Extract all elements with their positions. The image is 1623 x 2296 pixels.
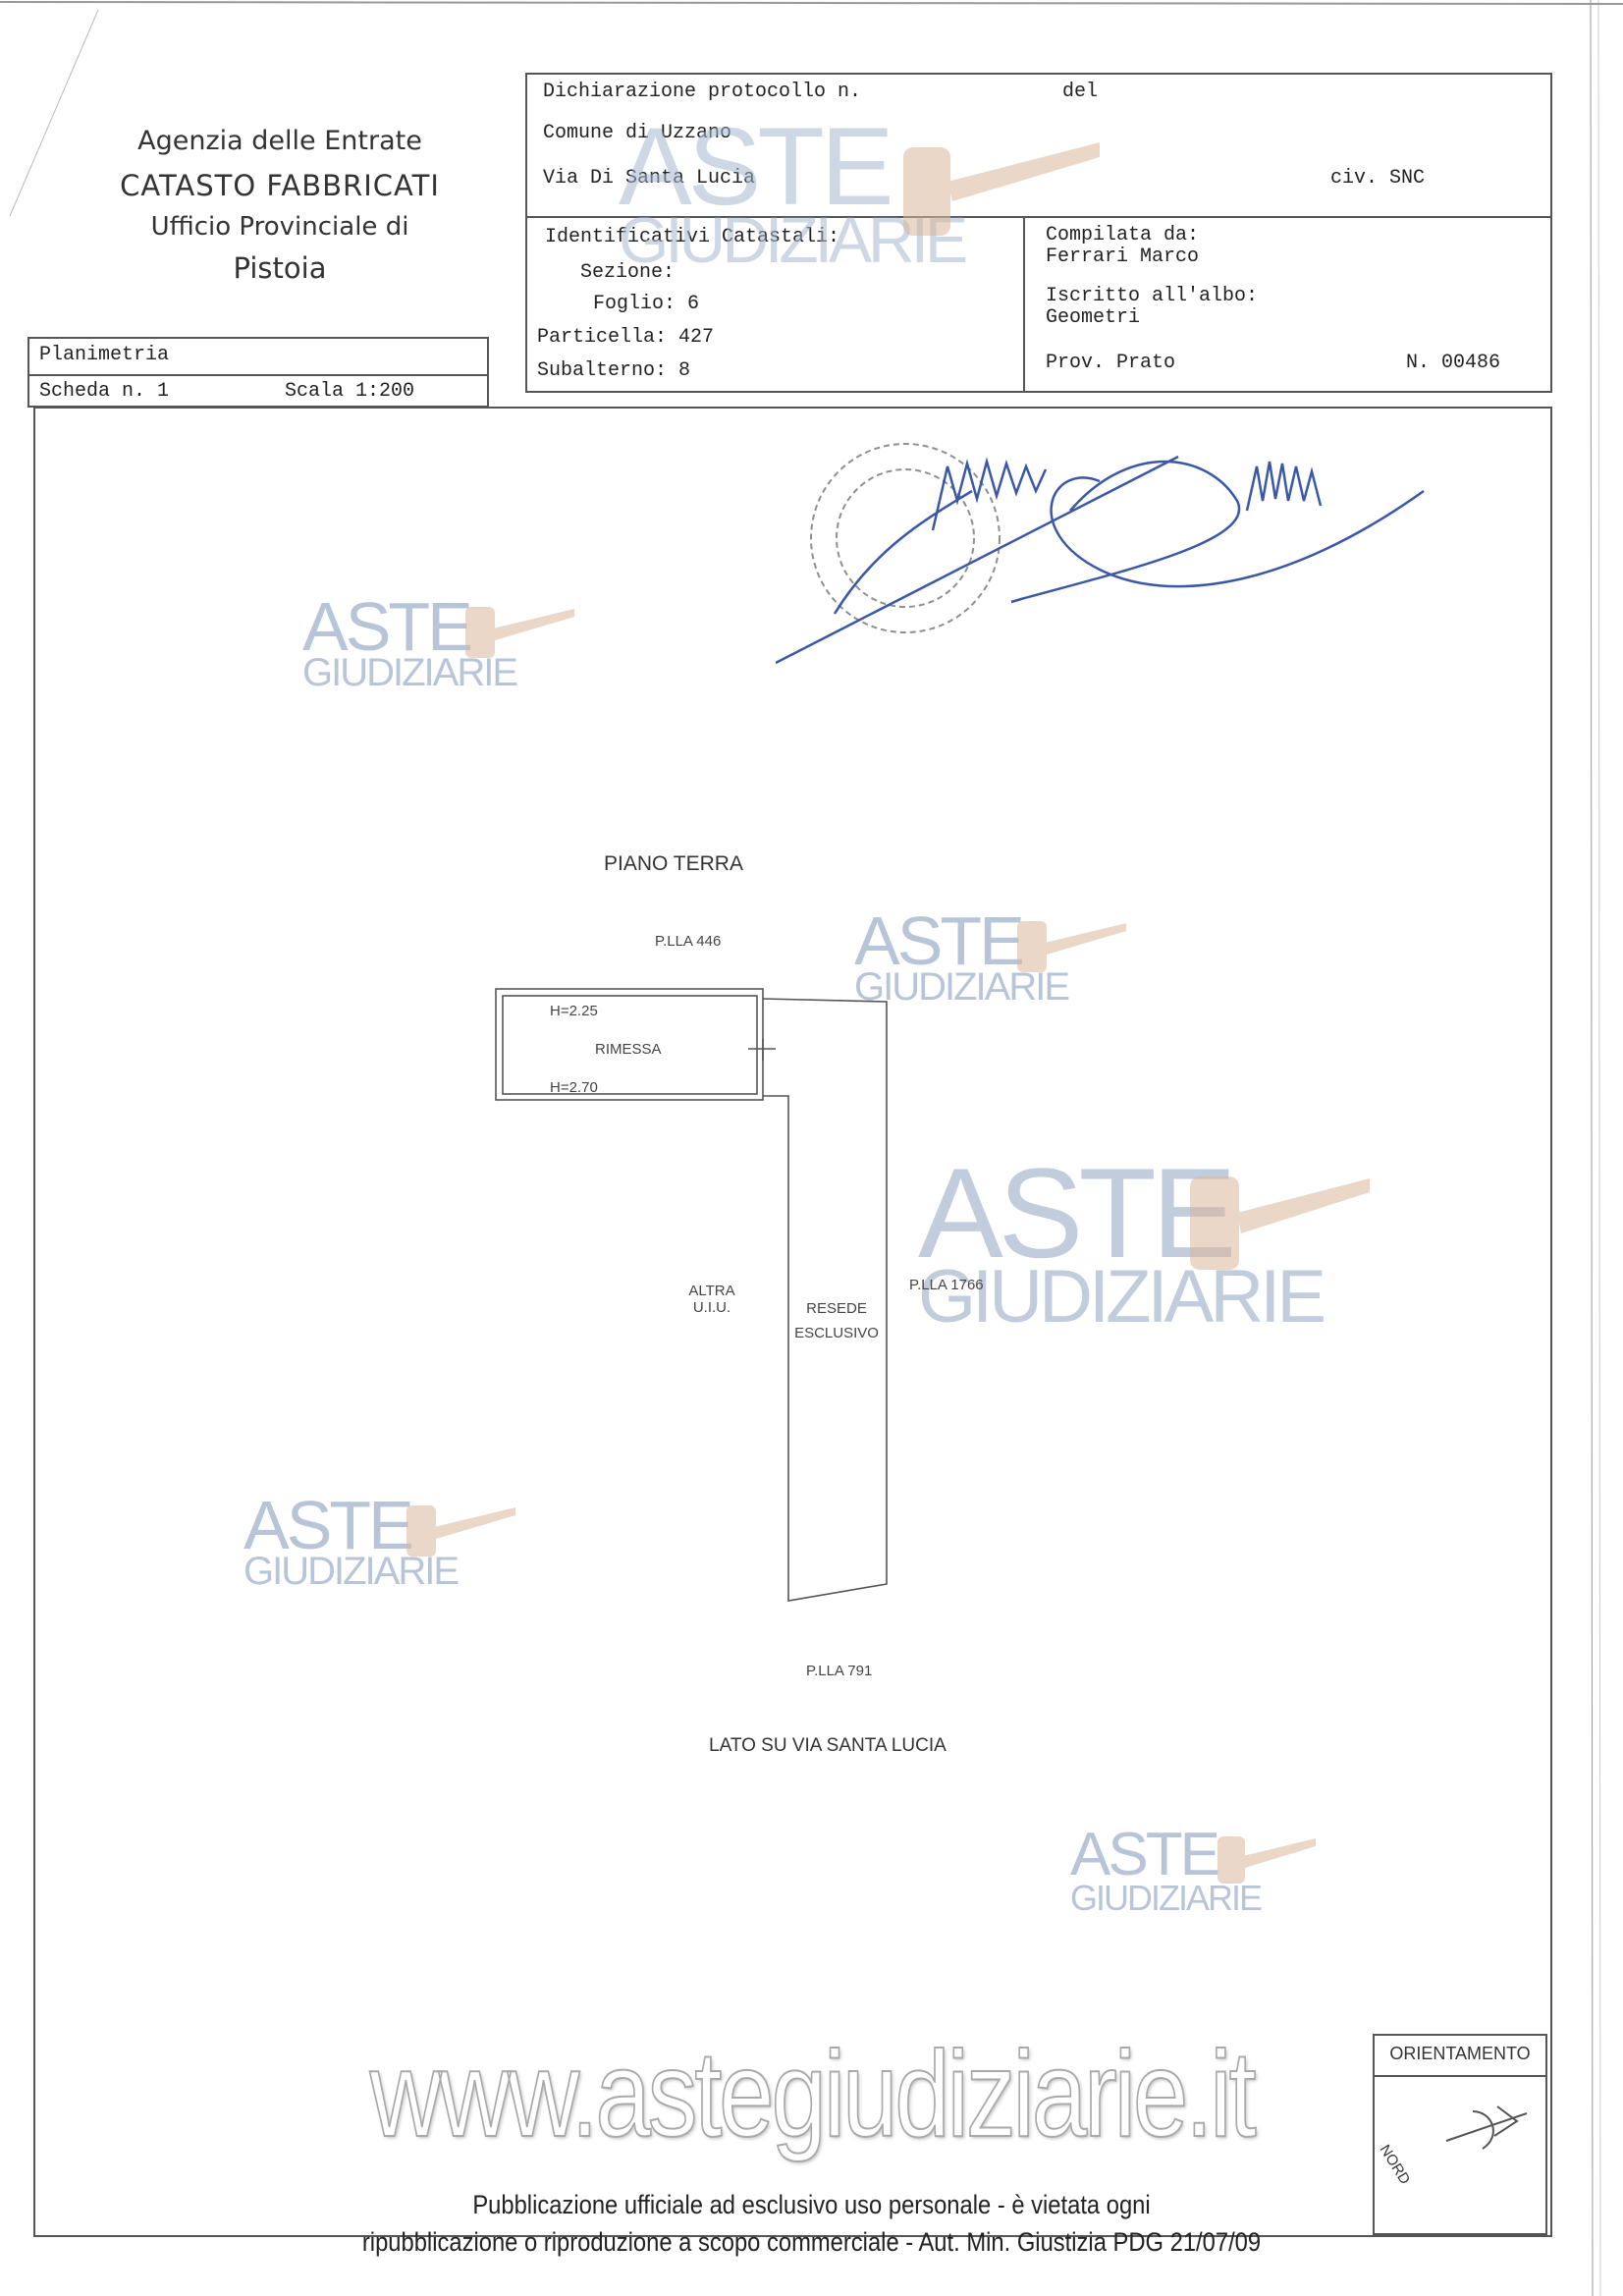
resede-label: RESEDE (806, 1300, 867, 1317)
header-divider (527, 216, 1550, 218)
h-225-label: H=2.25 (550, 1003, 598, 1019)
lato-via-label: LATO SU VIA SANTA LUCIA (709, 1735, 947, 1756)
resede-esclusivo-label: RESEDE ESCLUSIVO (787, 1296, 886, 1345)
stamp-signature (776, 443, 1425, 665)
albo-name: Geometri (1046, 306, 1141, 329)
altra-label: ALTRA (688, 1283, 735, 1299)
url-watermark: www.astegiudiziarie.it (369, 2026, 1258, 2163)
altra-uiu-label: ALTRA U.I.U. (677, 1283, 746, 1316)
drawing-frame (33, 407, 1552, 2237)
dichiarazione-box: Dichiarazione protocollo n. del Comune d… (525, 73, 1552, 393)
subalterno: Subalterno: 8 (537, 359, 691, 382)
numero-iscrizione: N. 00486 (1406, 352, 1501, 374)
scale-value: Scala 1:200 (285, 380, 415, 403)
plla-446-label: P.LLA 446 (655, 933, 722, 950)
agency-catasto: CATASTO FABBRICATI (120, 169, 440, 202)
header-vertical-divider (1023, 216, 1025, 393)
sezione: Sezione: (580, 261, 676, 284)
iscritto-albo: Iscritto all'albo: (1046, 285, 1259, 307)
uiu-label: U.I.U. (692, 1299, 731, 1316)
planimetria-divider (29, 374, 487, 376)
dichiarazione-protocollo: Dichiarazione protocollo n. (543, 81, 862, 103)
piano-terra-label: PIANO TERRA (604, 852, 743, 875)
comune: Comune di Uzzano (543, 122, 732, 144)
agency-name: Agenzia delle Entrate (137, 126, 422, 156)
footer-line-1: Pubblicazione ufficiale ad esclusivo uso… (472, 2190, 1151, 2219)
identificativi-title: Identificativi Catastali: (545, 226, 840, 248)
agency-provincia: Pistoia (233, 251, 327, 285)
indirizzo: Via Di Santa Lucia (543, 167, 756, 190)
orientamento-title: ORIENTAMENTO (1389, 2044, 1531, 2063)
orientamento-box: ORIENTAMENTO NORD (1373, 2034, 1547, 2235)
plla-1766-label: P.LLA 1766 (909, 1277, 984, 1293)
plla-791-label: P.LLA 791 (806, 1663, 873, 1679)
footer-line-2: ripubblicazione o riproduzione a scopo c… (361, 2227, 1262, 2257)
agency-ufficio: Ufficio Provinciale di (150, 212, 409, 242)
esclusivo-label: ESCLUSIVO (794, 1325, 879, 1341)
orientamento-divider (1375, 2075, 1545, 2077)
rimessa-label: RIMESSA (595, 1041, 662, 1058)
planimetria-title: Planimetria (39, 344, 170, 366)
dichiarazione-del: del (1062, 81, 1099, 103)
particella: Particella: 427 (537, 326, 715, 349)
compilatore-name: Ferrari Marco (1046, 246, 1200, 268)
compilata-title: Compilata da: (1046, 224, 1200, 246)
civico: civ. SNC (1330, 167, 1426, 190)
foglio: Foglio: 6 (593, 293, 700, 315)
h-270-label: H=2.70 (550, 1079, 598, 1096)
provincia-albo: Prov. Prato (1046, 352, 1176, 374)
scheda-number: Scheda n. 1 (39, 380, 170, 403)
